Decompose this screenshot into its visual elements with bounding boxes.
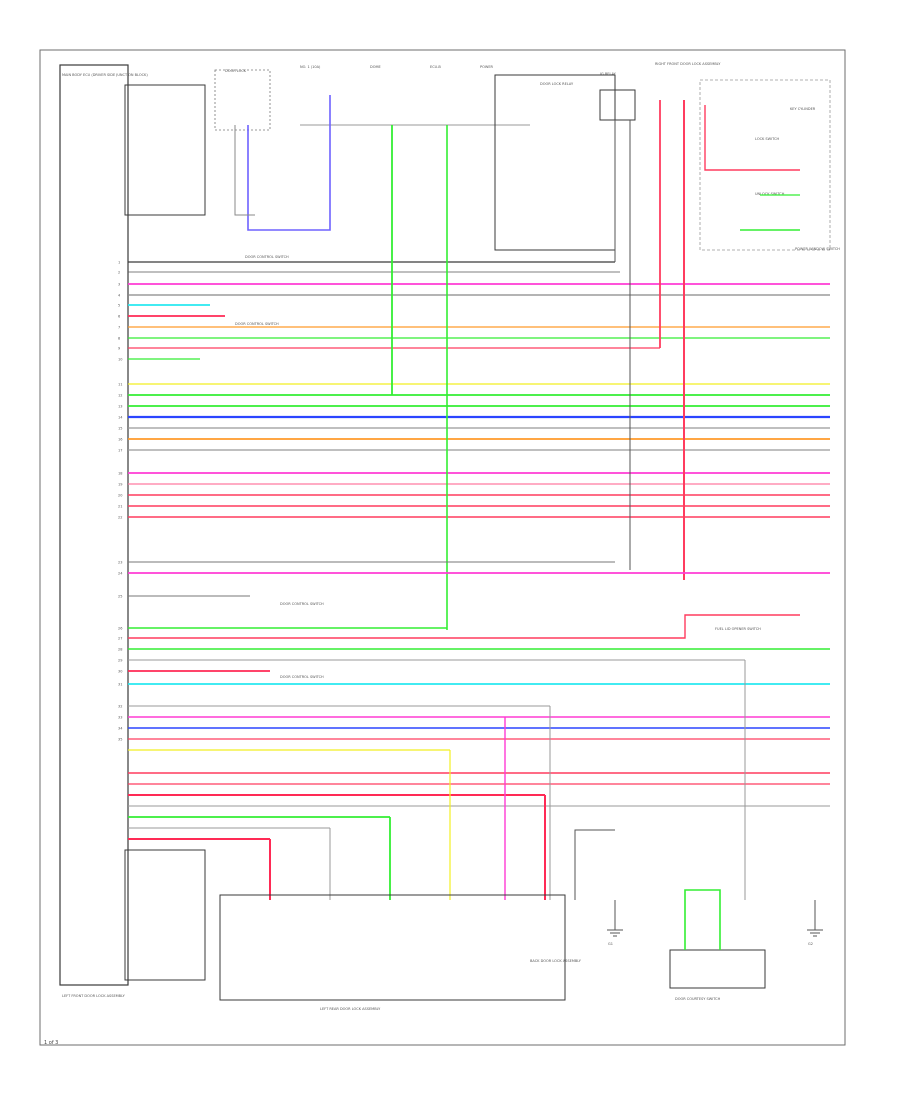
pin-label: 12 <box>118 394 122 398</box>
fuse-label-4: POWER <box>480 65 494 69</box>
main-ecu-bottom-label: LEFT FRONT DOOR LOCK ASSEMBLY <box>62 994 126 998</box>
red-right-switch-wire <box>704 105 800 171</box>
pin-label: 2 <box>118 271 120 275</box>
wire-group-middle <box>128 383 830 451</box>
pin-label: 6 <box>118 315 120 319</box>
diagram-border <box>39 49 846 1046</box>
relay-label-2: IG RELAY <box>600 72 617 76</box>
pin-label: 33 <box>118 716 122 720</box>
pin-ticks: 1234567891011121314151617181920212223242… <box>118 261 123 742</box>
pin-label: 26 <box>118 627 122 631</box>
pin-label: 10 <box>118 358 122 362</box>
pin-label: 18 <box>118 472 122 476</box>
pin-label: 35 <box>118 738 122 742</box>
fuel-lid-label: FUEL LID OPENER SWITCH <box>715 627 761 631</box>
ground-1-label: G1 <box>608 942 613 946</box>
right-top-block-label: RIGHT FRONT DOOR LOCK ASSEMBLY <box>655 62 721 66</box>
pin-label: 32 <box>118 705 122 709</box>
wire-group-upper <box>128 261 830 360</box>
pin-label: 23 <box>118 561 122 565</box>
pin-label: 25 <box>118 595 122 599</box>
bottom-door-lock-block <box>219 894 566 1001</box>
green-loop-bottom <box>684 889 721 950</box>
pin-label: 22 <box>118 516 122 520</box>
pin-label: 14 <box>118 416 123 420</box>
bottom-block-1-label: LEFT REAR DOOR LOCK ASSEMBLY <box>320 1007 381 1011</box>
pin-label: 17 <box>118 449 122 453</box>
bottom-block-3-label: BACK DOOR LOCK ASSEMBLY <box>530 959 582 963</box>
main-ecu-outline <box>59 64 129 986</box>
pin-label: 31 <box>118 683 122 687</box>
blue-top-loop <box>247 95 331 231</box>
ref-label-2: DOOR CONTROL SWITCH <box>235 322 279 326</box>
fuse-label-5: DOOR LOCK <box>225 69 247 73</box>
bottom-block-2-label: DOOR COURTESY SWITCH <box>675 997 721 1001</box>
page-footer: 1 of 3 <box>44 1040 59 1046</box>
pin-label: 11 <box>118 383 122 387</box>
fuse-label-2: DOME <box>370 65 381 69</box>
right-switch-2: UNLOCK SWITCH <box>755 192 785 196</box>
pin-label: 27 <box>118 637 122 641</box>
wire-group-pink-red <box>128 472 830 518</box>
pin-label: 20 <box>118 494 122 498</box>
pin-label: 19 <box>118 483 122 487</box>
right-switch-1: LOCK SWITCH <box>755 137 780 141</box>
ref-label-1: DOOR CONTROL SWITCH <box>245 255 289 259</box>
gray-top-loop <box>234 125 255 216</box>
ground-symbol-1 <box>607 900 623 937</box>
pin-label: 5 <box>118 304 120 308</box>
wire-group-lower <box>128 561 830 840</box>
top-switch-block <box>214 69 271 131</box>
right-power-label: POWER WINDOW SWITCH <box>795 247 840 251</box>
main-ecu-sub-top <box>124 84 206 216</box>
pin-label: 8 <box>118 337 120 341</box>
pin-label: 15 <box>118 427 122 431</box>
main-ecu-sub-bottom <box>124 849 206 981</box>
right-switch-3: KEY CYLINDER <box>790 107 816 111</box>
ref-label-3: DOOR CONTROL SWITCH <box>280 602 324 606</box>
pin-label: 7 <box>118 326 120 330</box>
pin-label: 4 <box>118 294 121 298</box>
pin-label: 28 <box>118 648 122 652</box>
pin-label: 3 <box>118 283 120 287</box>
fuse-label-1: NO. 1 (10A) <box>300 65 321 69</box>
pin-label: 30 <box>118 670 122 674</box>
fuse-label-3: ECU-B <box>430 65 441 69</box>
bottom-right-block <box>669 949 766 989</box>
relay-label-1: DOOR LOCK RELAY <box>540 82 574 86</box>
ground-wire-1 <box>574 829 615 900</box>
ref-label-4: DOOR CONTROL SWITCH <box>280 675 324 679</box>
right-top-connector <box>599 89 636 121</box>
pin-label: 9 <box>118 347 120 351</box>
ground-2-label: G2 <box>808 942 813 946</box>
pin-label: 21 <box>118 505 122 509</box>
pin-label: 34 <box>118 727 123 731</box>
pin-label: 16 <box>118 438 122 442</box>
right-switch-box <box>699 79 831 251</box>
main-ecu-title: MAIN BODY ECU (DRIVER SIDE JUNCTION BLOC… <box>62 73 148 77</box>
ground-symbol-2 <box>807 900 823 937</box>
pin-label: 29 <box>118 659 122 663</box>
pin-label: 1 <box>118 261 120 265</box>
pin-label: 24 <box>118 572 123 576</box>
relay-box <box>494 74 616 251</box>
pin-label: 13 <box>118 405 122 409</box>
